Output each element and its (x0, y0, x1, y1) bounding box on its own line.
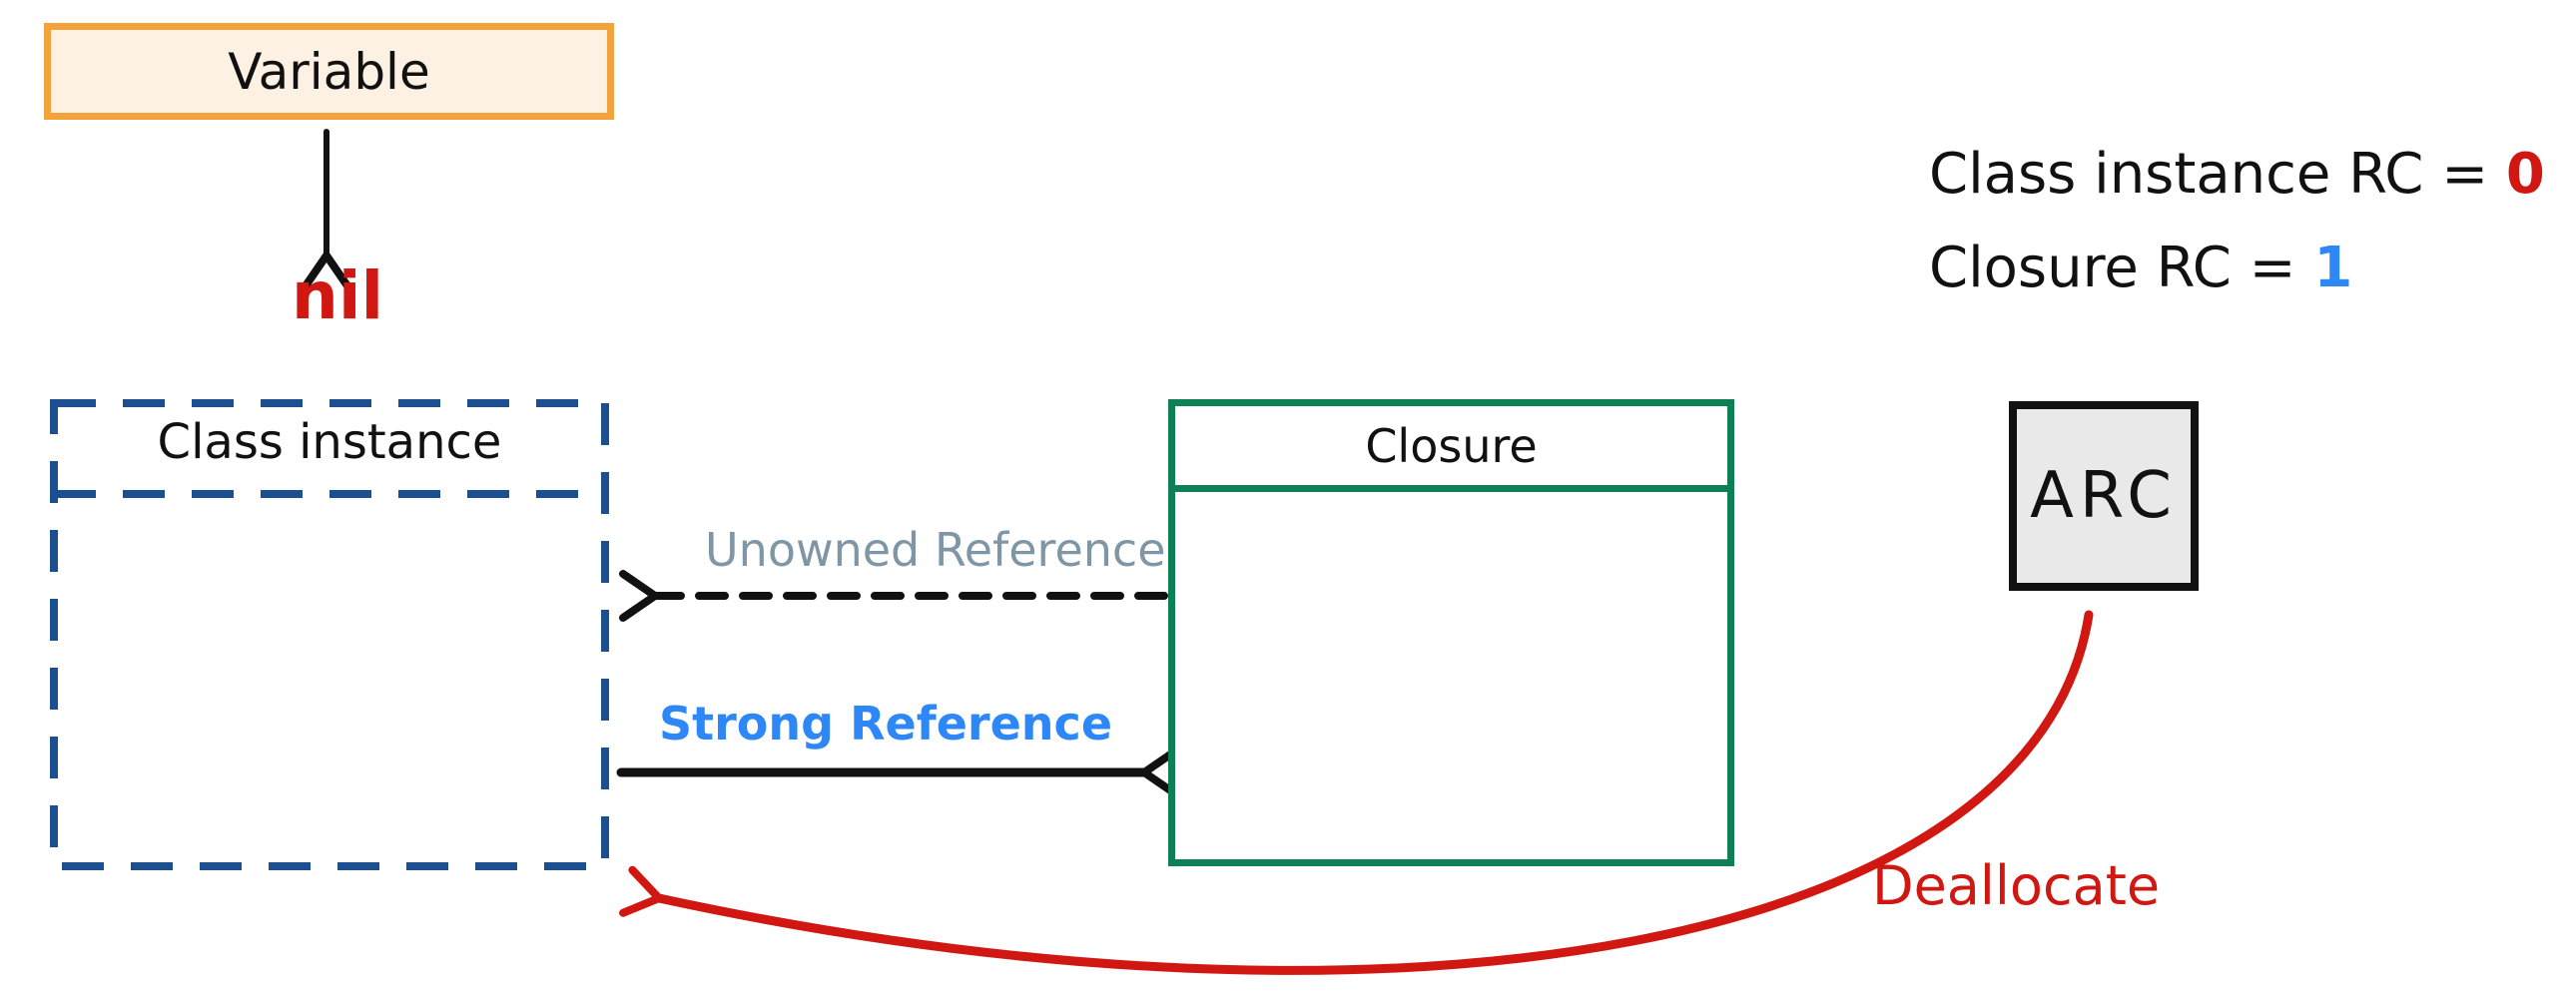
class-instance-box-label: Class instance (157, 414, 502, 470)
class-instance-rc-line: Class instance RC = 0 (1929, 128, 2576, 222)
deallocate-label: Deallocate (1872, 854, 2161, 917)
class-instance-rc-value: 0 (2505, 142, 2545, 207)
class-instance-box (50, 399, 609, 870)
closure-box-label: Closure (1365, 418, 1538, 473)
reference-count-annotations: Class instance RC = 0 Closure RC = 1 (1929, 128, 2576, 315)
closure-box-header: Closure (1175, 406, 1727, 492)
strong-reference-label: Strong Reference (659, 697, 1113, 750)
closure-rc-value: 1 (2313, 236, 2353, 300)
unowned-reference-label: Unowned Reference (705, 523, 1166, 577)
class-instance-rc-prefix: Class instance RC = (1929, 142, 2506, 207)
closure-rc-line: Closure RC = 1 (1929, 222, 2576, 315)
variable-box-label: Variable (228, 42, 430, 101)
variable-box: Variable (44, 23, 614, 120)
nil-label: nil (291, 257, 384, 334)
closure-rc-prefix: Closure RC = (1929, 236, 2314, 300)
arc-box-label: ARC (2030, 459, 2178, 533)
closure-box: Closure (1168, 399, 1734, 866)
arc-box: ARC (2009, 401, 2199, 591)
deallocate-arrow (619, 610, 2094, 975)
